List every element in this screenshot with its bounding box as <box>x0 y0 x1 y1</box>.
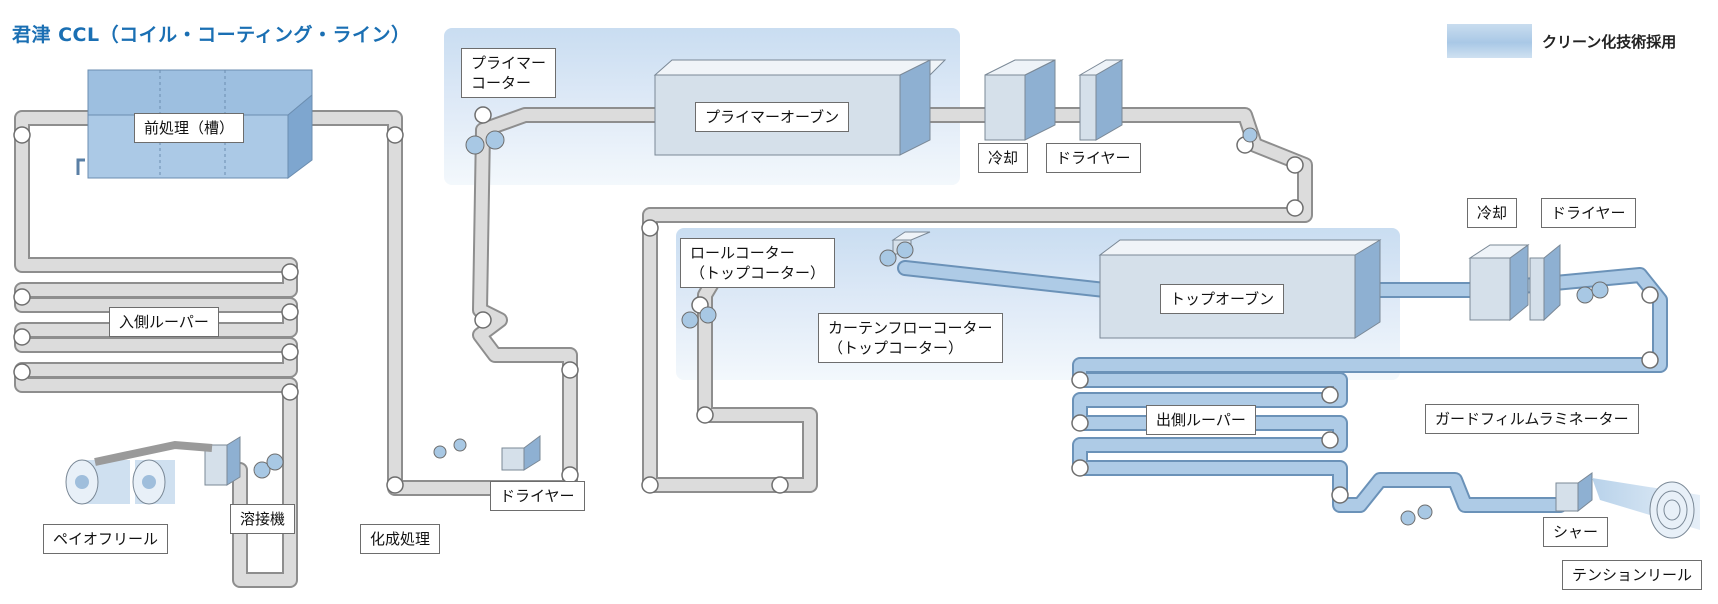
label-curtain-coater-line1: カーテンフローコーター <box>828 319 993 337</box>
label-dryer-3: ドライヤー <box>1541 198 1636 228</box>
label-primer-coater-line1: プライマー <box>471 54 547 72</box>
label-primer-coater: プライマー コーター <box>461 48 557 98</box>
label-cooling-2: 冷却 <box>1467 198 1518 228</box>
tension-reel-coil <box>1592 478 1700 539</box>
label-roll-coater: ロールコーター （トップコーター） <box>680 238 836 288</box>
label-shear: シャー <box>1543 517 1609 547</box>
label-primer-oven: プライマーオーブン <box>695 102 850 132</box>
label-top-oven: トップオーブン <box>1160 284 1285 314</box>
label-curtain-coater: カーテンフローコーター （トップコーター） <box>818 313 1003 363</box>
label-welder: 溶接機 <box>230 504 296 534</box>
label-cooling-1: 冷却 <box>978 143 1029 173</box>
legend-clean-text: クリーン化技術採用 <box>1542 33 1677 51</box>
pay-off-reel-coils <box>65 440 213 505</box>
label-entry-looper: 入側ルーパー <box>109 307 219 337</box>
label-pay-off-reel: ペイオフリール <box>43 524 169 554</box>
cooler-2 <box>1468 244 1530 322</box>
rolls <box>13 106 1659 504</box>
label-guard-film-laminator: ガードフィルムラミネーター <box>1425 404 1639 434</box>
dryer-2-unit <box>1078 59 1124 141</box>
diagram-title: 君津 CCL（コイル・コーティング・ライン） <box>12 24 411 46</box>
cooler-1 <box>984 59 1056 141</box>
dryer-3-unit <box>1529 243 1561 322</box>
label-dryer-2: ドライヤー <box>1046 143 1141 173</box>
label-roll-coater-line2: （トップコーター） <box>690 264 826 282</box>
label-tension-reel: テンションリール <box>1562 560 1703 590</box>
label-dryer-1: ドライヤー <box>490 481 585 511</box>
label-exit-looper: 出側ルーパー <box>1146 405 1256 435</box>
small-rolls <box>253 127 1609 526</box>
label-pretreatment: 前処理（槽） <box>134 113 245 143</box>
legend-clean-swatch <box>1447 24 1532 58</box>
label-curtain-coater-line2: （トップコーター） <box>828 339 964 357</box>
label-primer-coater-line2: コーター <box>471 74 532 92</box>
label-chemical-treatment: 化成処理 <box>360 524 441 554</box>
label-roll-coater-line1: ロールコーター <box>690 244 795 262</box>
